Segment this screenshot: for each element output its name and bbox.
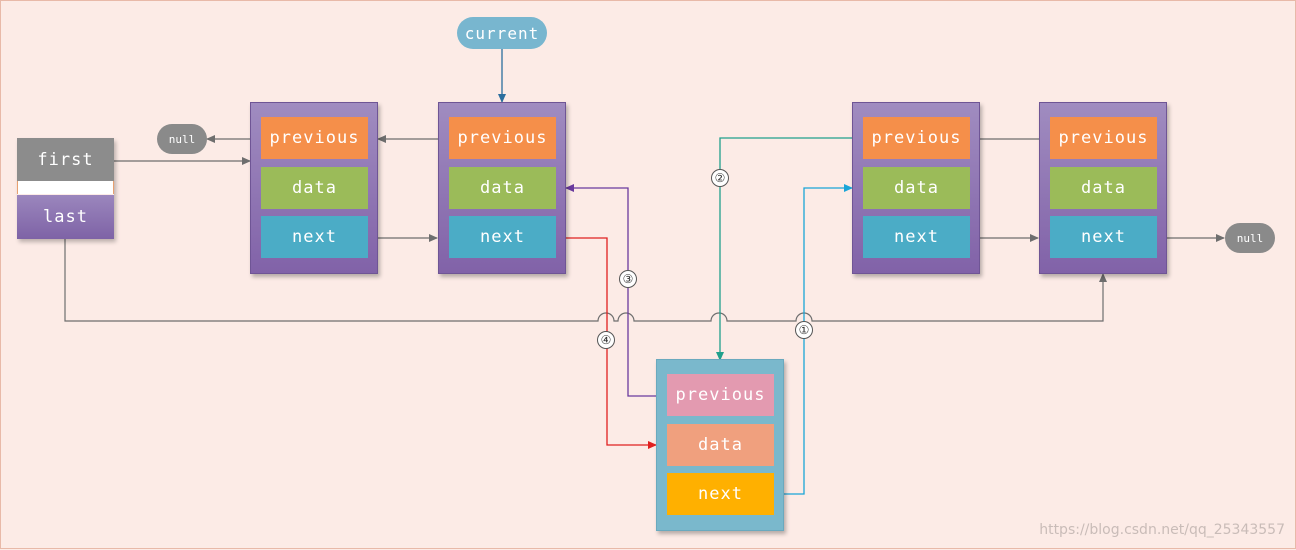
node-next-field: next: [449, 216, 556, 258]
step2-arrow: [716, 137, 862, 361]
step-3-marker: ③: [619, 270, 637, 288]
null-left: null: [157, 124, 207, 154]
node-data-field: data: [863, 167, 970, 209]
node-next-field: next: [261, 216, 368, 258]
first-pointer: first: [17, 138, 114, 181]
new-node-next-field: next: [667, 473, 774, 515]
last-pointer-arrow: [64, 239, 1107, 322]
step-2-marker: ②: [711, 169, 729, 187]
null-right: null: [1225, 223, 1275, 253]
node-next-field: next: [863, 216, 970, 258]
step-1-marker: ①: [795, 321, 813, 339]
new-node-data-field: data: [667, 424, 774, 466]
head-divider: [17, 181, 114, 194]
step1-arrow: [774, 184, 853, 495]
last-pointer: last: [17, 195, 114, 239]
node-previous-field: previous: [1050, 117, 1157, 159]
node-3: previous data next: [852, 102, 980, 274]
node-data-field: data: [449, 167, 556, 209]
node-previous-field: previous: [261, 117, 368, 159]
step-4-marker: ④: [597, 331, 615, 349]
node-data-field: data: [1050, 167, 1157, 209]
node-4: previous data next: [1039, 102, 1167, 274]
node-data-field: data: [261, 167, 368, 209]
list-head-pointers: first last: [17, 138, 114, 239]
new-node: previous data next: [656, 359, 784, 531]
step3-arrow: [565, 184, 667, 397]
node-previous-field: previous: [449, 117, 556, 159]
node-1: previous data next: [250, 102, 378, 274]
current-pointer: current: [457, 17, 547, 49]
new-node-previous-field: previous: [667, 374, 774, 416]
node-previous-field: previous: [863, 117, 970, 159]
node-2-current: previous data next: [438, 102, 566, 274]
node-next-field: next: [1050, 216, 1157, 258]
watermark: https://blog.csdn.net/qq_25343557: [1039, 522, 1285, 538]
